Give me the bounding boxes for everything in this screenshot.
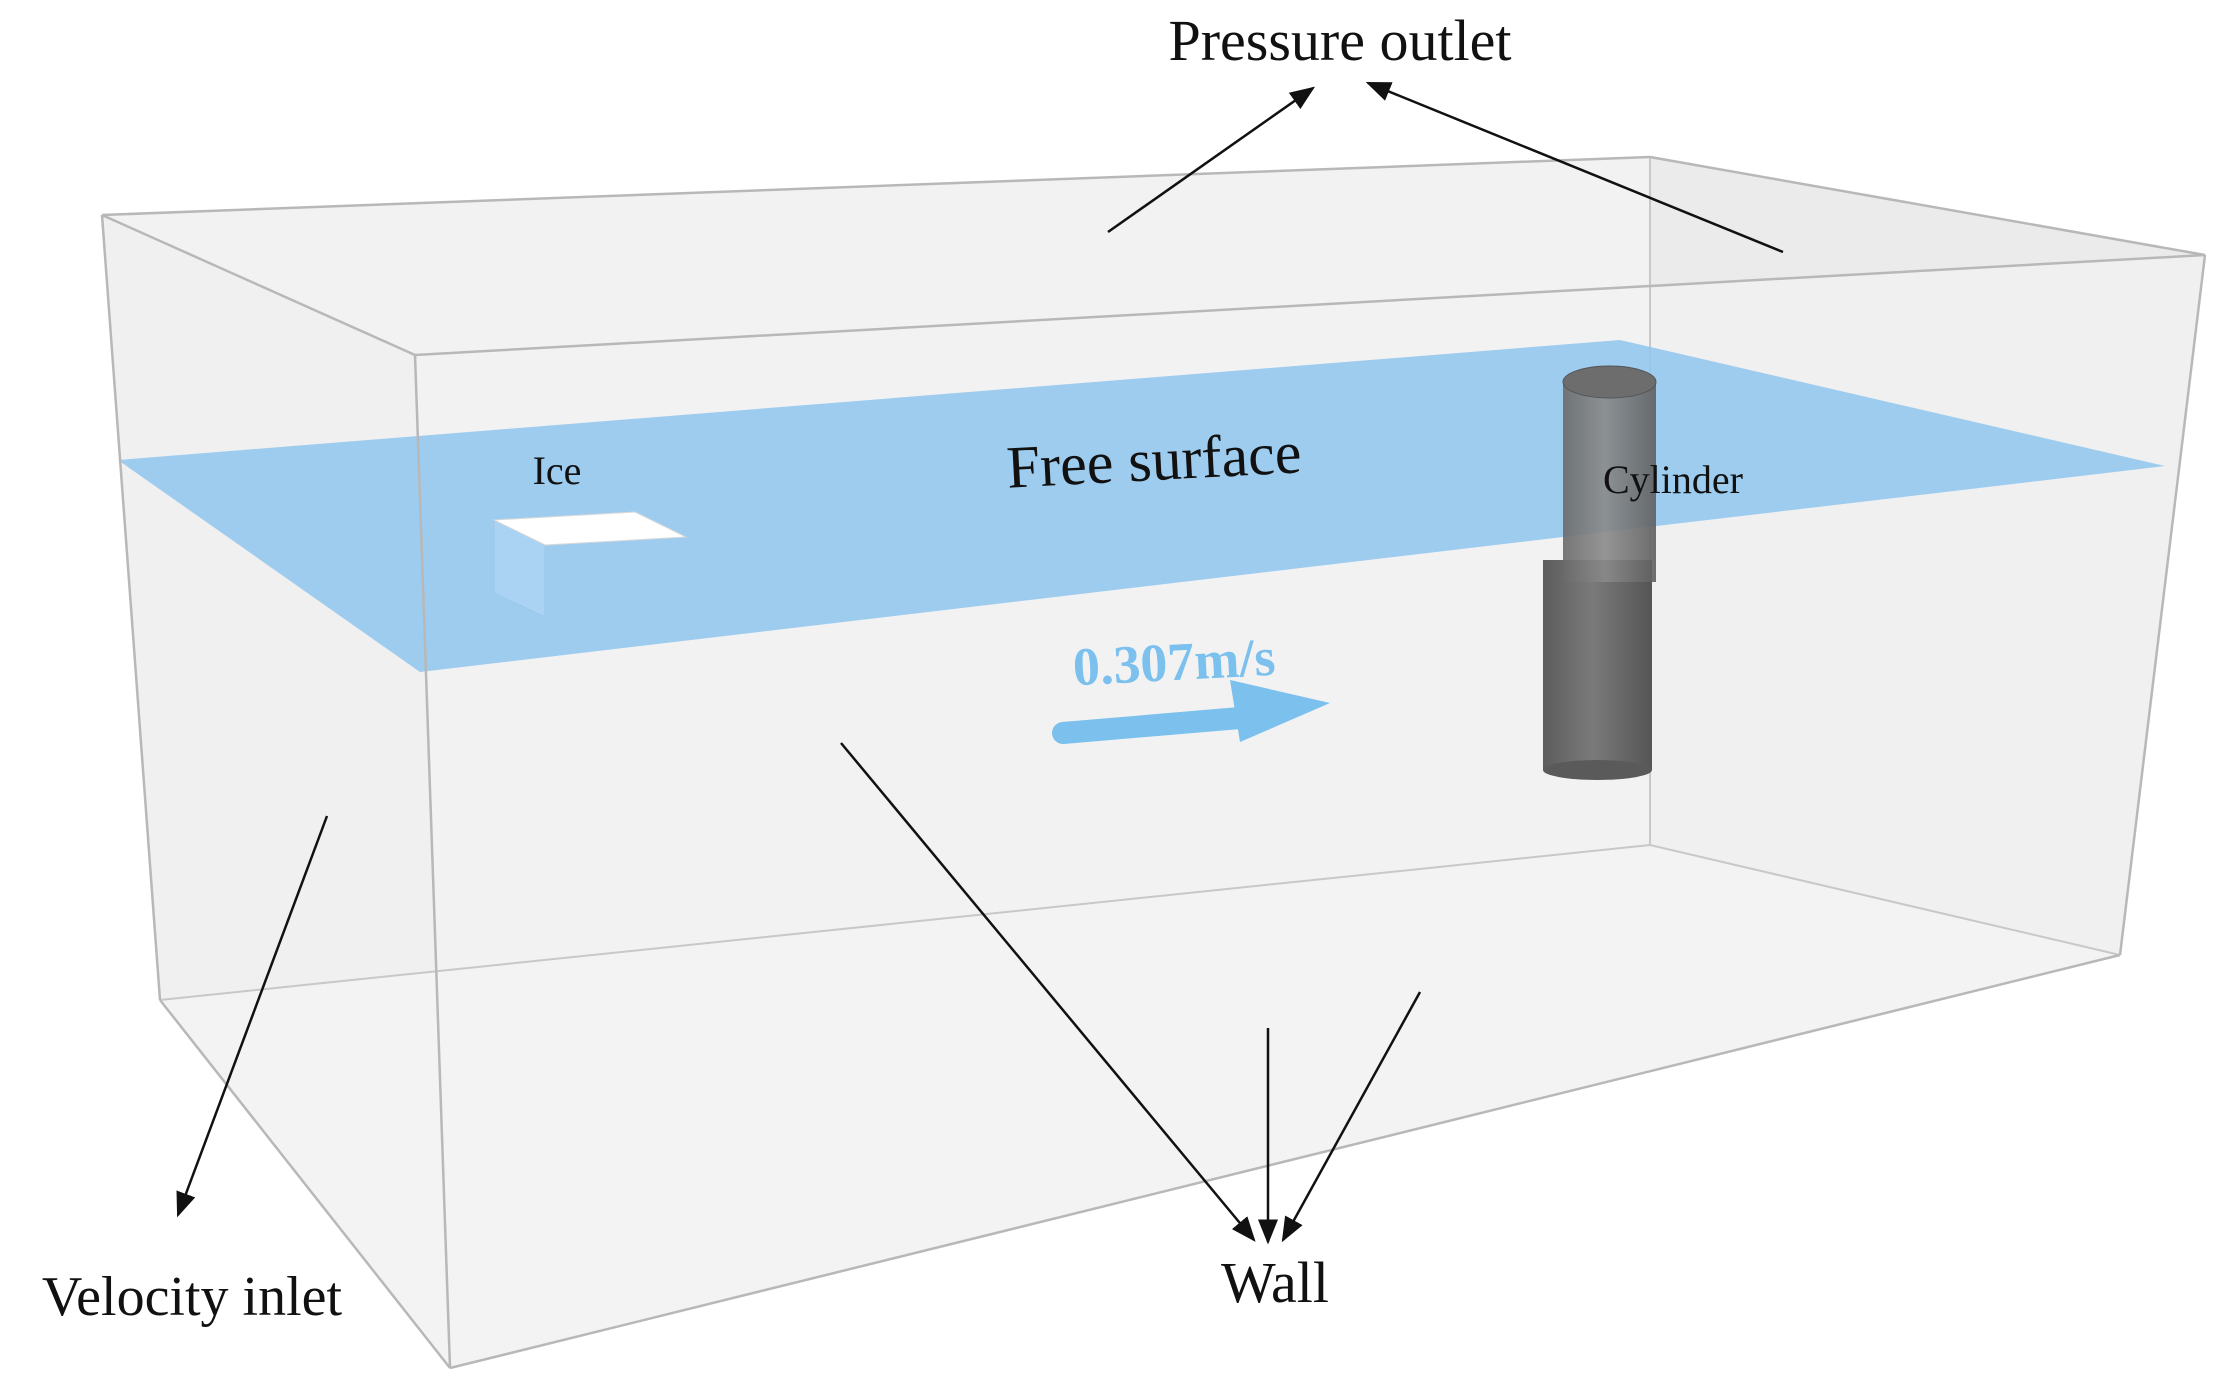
- wall-leader-right: [1281, 991, 1422, 1243]
- edge-bottom-left: [159, 999, 451, 1369]
- pressure-outlet-leader-right: [1365, 81, 1784, 254]
- velocity-label: 0.307m/s: [1071, 627, 1276, 698]
- wall-leader-left: [840, 742, 1256, 1242]
- cylinder-base: [1543, 760, 1652, 780]
- ice-top-face: [492, 511, 688, 546]
- edge-top-left: [101, 213, 416, 357]
- cylinder-body: [1543, 365, 1657, 780]
- wall-label: Wall: [1221, 1250, 1329, 1315]
- edge-front-right-vertical: [2118, 254, 2207, 956]
- edge-top-front: [414, 253, 2206, 357]
- computational-domain-box: [102, 157, 2205, 1368]
- flow-direction-arrow-icon: [1052, 707, 1251, 744]
- edge-bottom-front: [449, 953, 2121, 1370]
- cylinder-top: [1562, 365, 1657, 399]
- edge-back-bottom-left: [159, 844, 1651, 1001]
- edge-top-right: [1649, 155, 2206, 257]
- velocity-inlet-label: Velocity inlet: [42, 1266, 343, 1328]
- pressure-outlet-label: Pressure outlet: [1168, 8, 1511, 73]
- cylinder-lower-part: [1543, 560, 1652, 770]
- ice-block: [492, 511, 688, 618]
- cylinder-upper-part: [1563, 382, 1656, 582]
- edge-back-right-bottom: [1649, 844, 2121, 956]
- cylinder-label: Cylinder: [1603, 457, 1743, 502]
- ice-label: Ice: [533, 448, 582, 493]
- flow-direction-arrowhead: [1230, 680, 1330, 742]
- free-surface-label: Free surface: [1005, 419, 1303, 500]
- edge-left-vertical: [100, 214, 162, 1001]
- edge-top-back: [101, 155, 1651, 217]
- edge-front-left-vertical: [413, 354, 452, 1369]
- velocity-inlet-leader: [176, 815, 329, 1218]
- velocity-arrow: [1052, 680, 1330, 744]
- pressure-outlet-leader-top: [1107, 86, 1316, 234]
